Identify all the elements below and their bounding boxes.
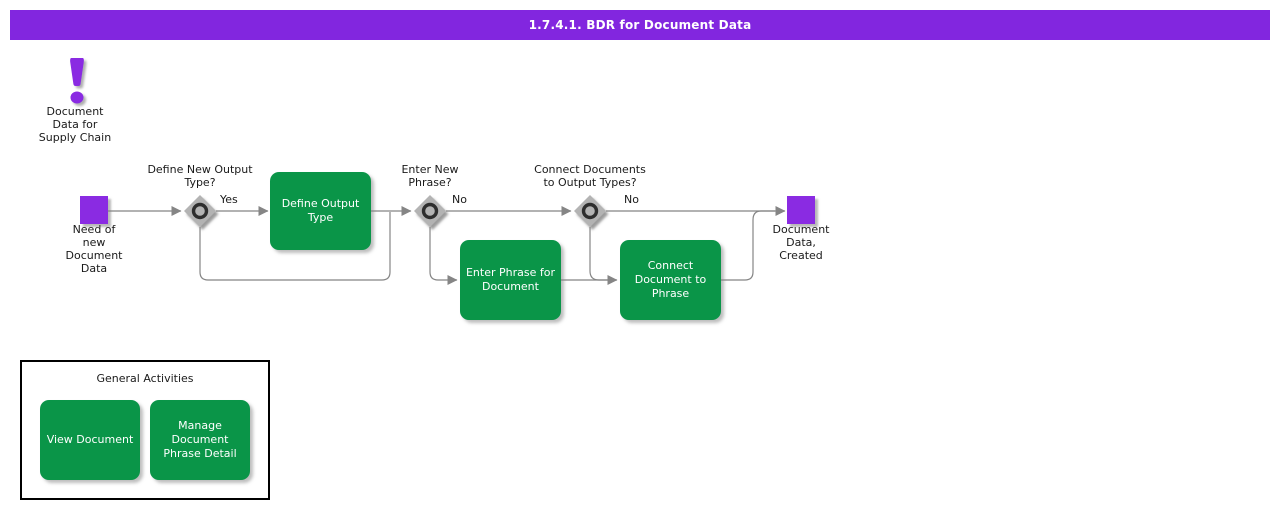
connector-gateway3-to-connect [589, 227, 612, 281]
activity-connect-document-to-phrase[interactable]: Connect Document to Phrase [620, 240, 721, 320]
gateway1-question-label: Define New Output Type? [147, 163, 253, 189]
general-activities-title: General Activities [96, 372, 194, 385]
activity-define-output-type[interactable]: Define Output Type [270, 172, 371, 250]
gateway1-diamond [184, 195, 216, 227]
title-bar: 1.7.4.1. BDR for Document Data [10, 10, 1270, 40]
gateway2-question-label: Enter New Phrase? [401, 163, 459, 189]
activity-enter-phrase-for-document[interactable]: Enter Phrase for Document [460, 240, 561, 320]
gateway2-ring-icon [421, 202, 439, 220]
gateway3-branch-label: No [624, 193, 639, 206]
connector-gateway1-bypass [199, 212, 391, 281]
gateway1-ring-icon [191, 202, 209, 220]
start-event-label: Need of new Document Data [65, 223, 123, 275]
page-title: 1.7.4.1. BDR for Document Data [528, 18, 752, 32]
gateway2-diamond [414, 195, 446, 227]
connector-connect-to-end [721, 210, 775, 281]
gateway2-branch-label: No [452, 193, 467, 206]
start-event-square [80, 196, 108, 224]
gateway3-question-label: Connect Documents to Output Types? [534, 163, 646, 189]
trigger-label: Document Data for Supply Chain [38, 105, 112, 144]
end-event-label: Document Data, Created [772, 223, 830, 262]
activity-manage-document-phrase-detail[interactable]: Manage Document Phrase Detail [150, 400, 250, 480]
gateway1-branch-label: Yes [220, 193, 238, 206]
gateway3-ring-icon [581, 202, 599, 220]
connector-gateway2-to-enter-phrase [429, 227, 458, 286]
exclamation-icon [70, 58, 84, 104]
end-event-square [787, 196, 815, 224]
gateway3-diamond [574, 195, 606, 227]
activity-view-document[interactable]: View Document [40, 400, 140, 480]
